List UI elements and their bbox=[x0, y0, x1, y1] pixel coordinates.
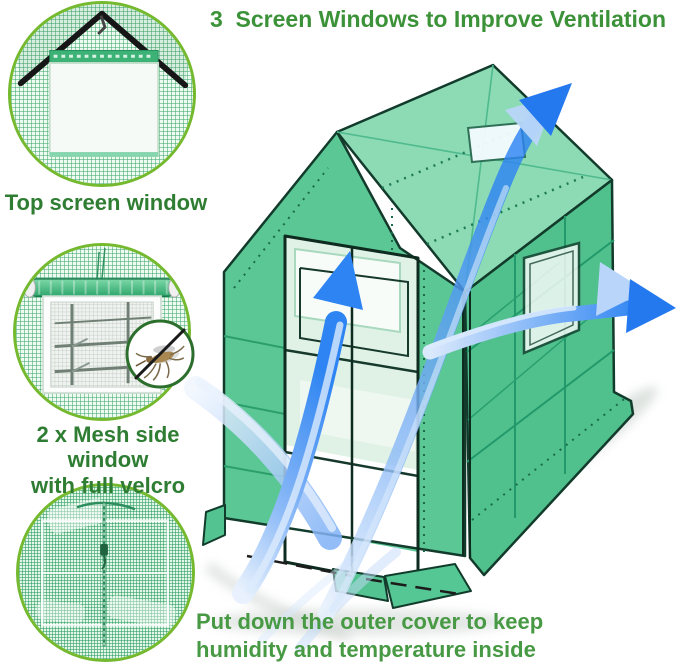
label-mesh-side-window-line2: with full velcro bbox=[30, 472, 186, 498]
greenhouse-side-wall bbox=[463, 178, 635, 577]
label-mesh-side-window-line1: 2 x Mesh side window bbox=[36, 422, 180, 473]
no-mosquito-icon bbox=[125, 319, 195, 389]
callout-outer-cover-image bbox=[16, 483, 195, 662]
label-top-screen-window: Top screen window bbox=[4, 190, 208, 215]
airflow-arrow-roof-icon bbox=[317, 83, 572, 623]
outer-cover-caption-line2: humidity and temperature inside bbox=[196, 636, 536, 662]
outer-cover-drawing bbox=[36, 498, 176, 647]
airflow-arrow-door-icon bbox=[232, 251, 363, 604]
top-screen-window-drawing bbox=[11, 4, 193, 157]
airflow-arrows-icon bbox=[184, 83, 676, 653]
page-title: 3 Screen Windows to Improve Ventilation bbox=[209, 6, 667, 32]
callout-top-screen-window-image bbox=[8, 1, 196, 187]
outer-cover-caption: Put down the outer cover to keep humidit… bbox=[196, 608, 556, 663]
outer-cover-caption-line1: Put down the outer cover to keep bbox=[196, 609, 544, 634]
airflow-arrow-side-icon bbox=[422, 262, 676, 360]
label-mesh-side-window: 2 x Mesh side window with full velcro bbox=[0, 422, 216, 498]
